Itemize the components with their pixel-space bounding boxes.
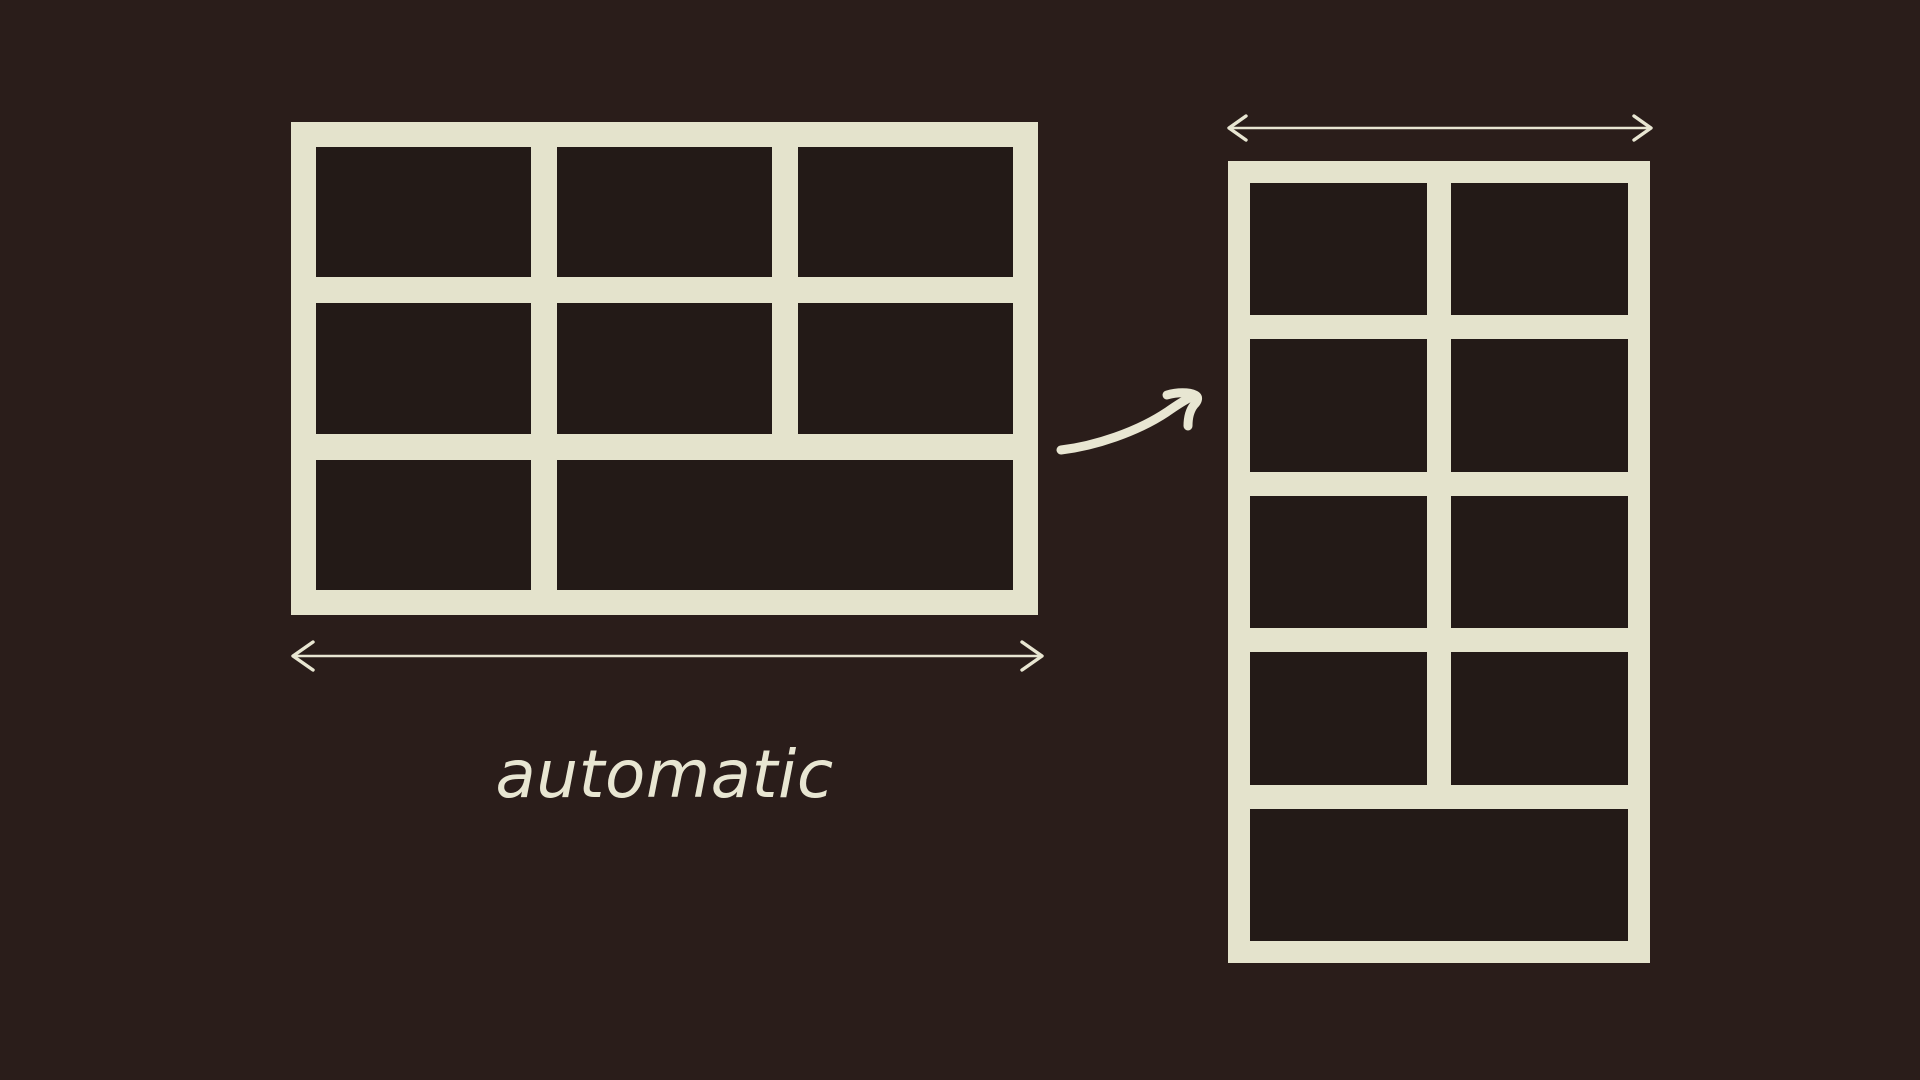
narrow-grid-cell — [1250, 495, 1427, 629]
wide-layout-grid — [291, 122, 1038, 615]
wide-grid-cell — [316, 459, 531, 590]
wide-grid-cell — [798, 303, 1013, 434]
wide-grid-cell — [316, 303, 531, 434]
narrow-grid-cell — [1250, 339, 1427, 472]
narrow-grid-width-dimension — [1227, 114, 1653, 142]
narrow-grid-cell — [1451, 495, 1628, 629]
arrowhead-right-icon — [1632, 114, 1653, 142]
wide-grid-cell — [798, 147, 1013, 278]
narrow-grid-cell — [1451, 183, 1628, 316]
wide-grid-cell — [557, 147, 772, 278]
narrow-layout-grid — [1228, 161, 1650, 963]
reflow-arrow-shaft — [1056, 392, 1196, 455]
arrowhead-left-icon — [1227, 114, 1248, 142]
wide-grid-cell — [316, 147, 531, 278]
narrow-grid-cell — [1451, 652, 1628, 785]
arrowhead-right-icon — [1020, 640, 1044, 672]
caption-label: automatic — [495, 736, 834, 813]
narrow-grid-cell — [1250, 183, 1427, 316]
reflow-arrow-head — [1162, 388, 1202, 431]
wide-grid-cell — [557, 303, 772, 434]
narrow-grid-cell — [1451, 339, 1628, 472]
reflow-arrow-icon — [1056, 388, 1202, 455]
arrowhead-left-icon — [291, 640, 315, 672]
narrow-grid-cell — [1250, 652, 1427, 785]
wide-grid-width-dimension — [291, 640, 1044, 672]
narrow-grid-cell-spanning — [1250, 808, 1628, 941]
wide-grid-cell-spanning — [557, 459, 1013, 590]
